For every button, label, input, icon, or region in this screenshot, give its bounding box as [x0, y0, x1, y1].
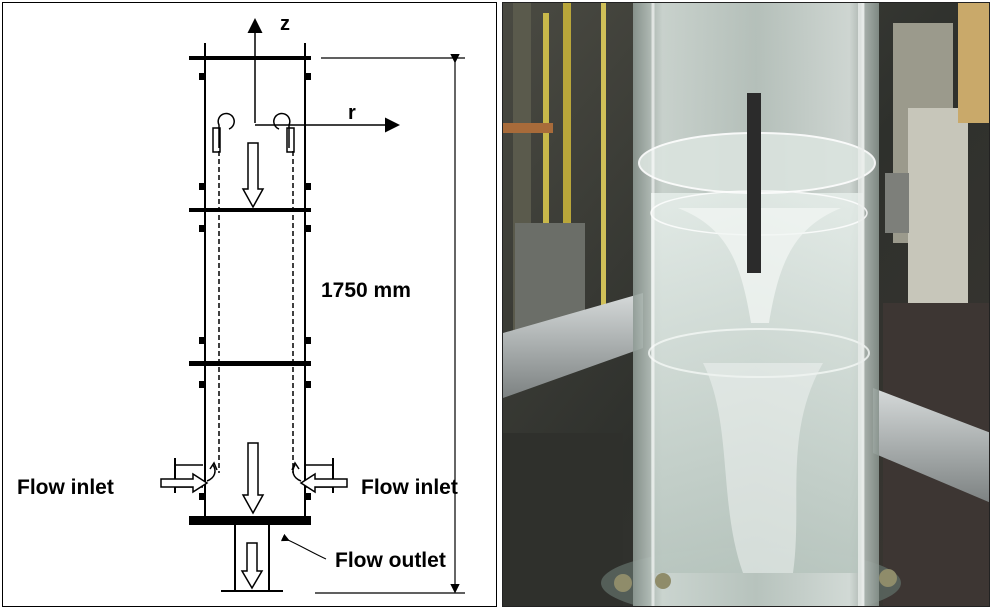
outlet-leader-line: [280, 533, 327, 560]
outlet-arrow: [240, 542, 264, 590]
height-dimension: [315, 53, 465, 594]
aluminum-beams: [503, 293, 989, 503]
bubble-swirl: [703, 363, 823, 573]
flanges: [189, 56, 311, 525]
top-swirl-vortex: [212, 112, 295, 153]
flow-inlet-right-label: Flow inlet: [361, 476, 458, 499]
inlet-left: [160, 458, 218, 494]
photo-panel: [502, 2, 990, 607]
column-schematic: z r: [17, 13, 465, 594]
height-label: 1750 mm: [321, 279, 411, 302]
bolt-stubs: [199, 73, 311, 500]
inlet-right: [291, 458, 348, 494]
r-axis-label: r: [348, 102, 356, 124]
vortex-core: [678, 93, 841, 573]
probe-rod: [747, 93, 761, 273]
scale-rod: [858, 3, 864, 606]
z-axis-label: z: [280, 13, 290, 35]
downflow-arrows: [241, 142, 265, 515]
inner-tube-dashed: [218, 151, 294, 473]
schematic-panel: z r: [2, 2, 497, 607]
vortex-column-photo: [503, 3, 989, 606]
bottom-fittings: [614, 569, 897, 592]
column-walls: [204, 43, 306, 521]
outlet-pipe: [221, 525, 283, 592]
flow-inlet-left-label: Flow inlet: [17, 476, 114, 499]
flow-outlet-label: Flow outlet: [335, 549, 446, 572]
